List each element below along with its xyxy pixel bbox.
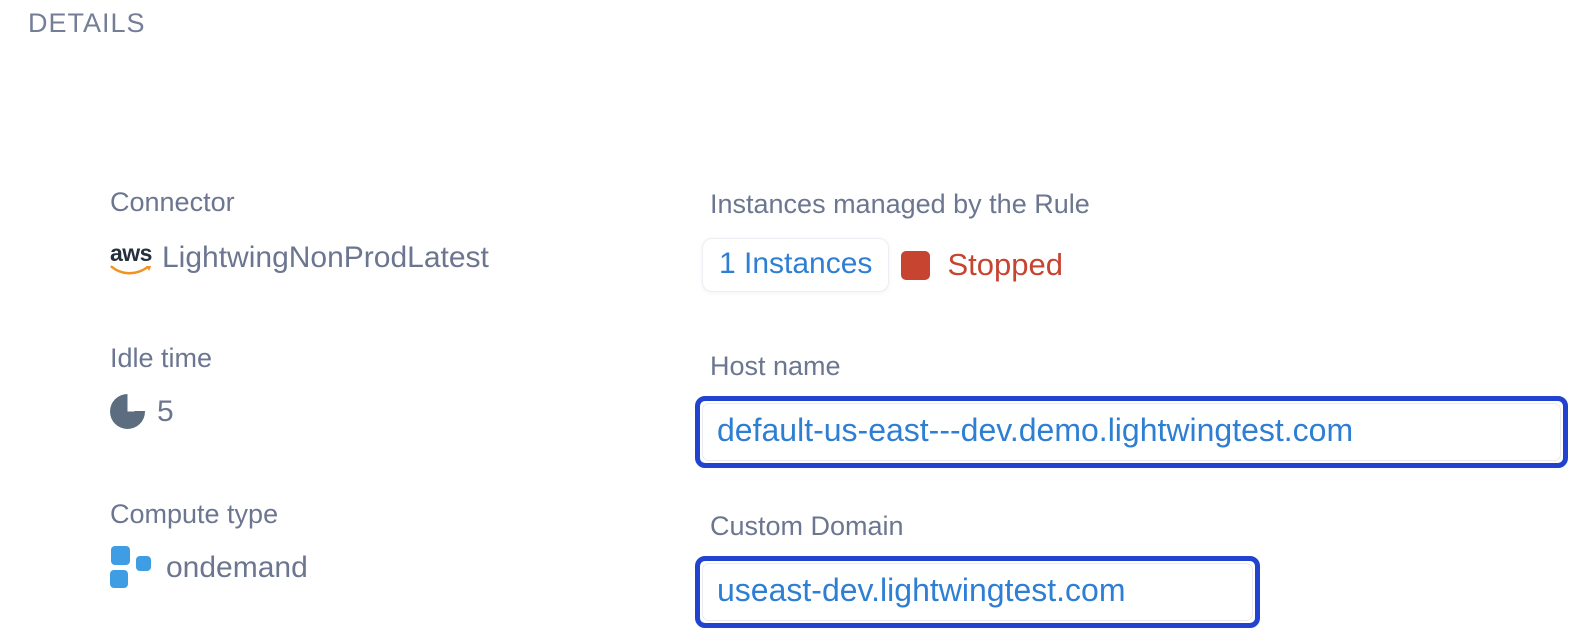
connector-value: LightwingNonProdLatest: [162, 241, 489, 275]
custom-domain-link[interactable]: useast-dev.lightwingtest.com: [702, 563, 1253, 621]
host-name-field: Host name default-us-east---dev.demo.lig…: [695, 350, 1583, 468]
custom-domain-highlight-box: useast-dev.lightwingtest.com: [695, 556, 1260, 628]
idle-time-field: Idle time 5: [110, 342, 212, 429]
connector-field: Connector aws LightwingNonProdLatest: [110, 186, 489, 277]
idle-time-value: 5: [157, 394, 174, 428]
aws-logo-text: aws: [110, 240, 152, 266]
connector-label: Connector: [110, 187, 235, 217]
host-name-highlight-box: default-us-east---dev.demo.lightwingtest…: [695, 396, 1568, 468]
status-badge: Stopped: [947, 247, 1063, 282]
host-name-link[interactable]: default-us-east---dev.demo.lightwingtest…: [702, 403, 1561, 461]
instances-field: Instances managed by the Rule 1 Instance…: [702, 188, 1090, 292]
compute-type-value: ondemand: [166, 551, 308, 584]
compute-type-field: Compute type ondemand: [110, 498, 308, 590]
idle-time-label: Idle time: [110, 343, 213, 373]
pie-chart-icon: [110, 394, 145, 429]
stopped-square-icon: [901, 250, 931, 280]
instances-count-link[interactable]: 1 Instances: [702, 238, 890, 292]
custom-domain-label: Custom Domain: [710, 511, 904, 541]
compute-type-label: Compute type: [110, 499, 279, 529]
page-title: DETAILS: [28, 8, 146, 38]
instances-label: Instances managed by the Rule: [710, 189, 1090, 219]
compute-squares-icon: [110, 546, 152, 590]
aws-icon: aws: [110, 240, 152, 277]
host-name-label: Host name: [710, 351, 841, 381]
custom-domain-field: Custom Domain useast-dev.lightwingtest.c…: [695, 510, 1275, 628]
aws-smile-arrow: [110, 265, 152, 275]
